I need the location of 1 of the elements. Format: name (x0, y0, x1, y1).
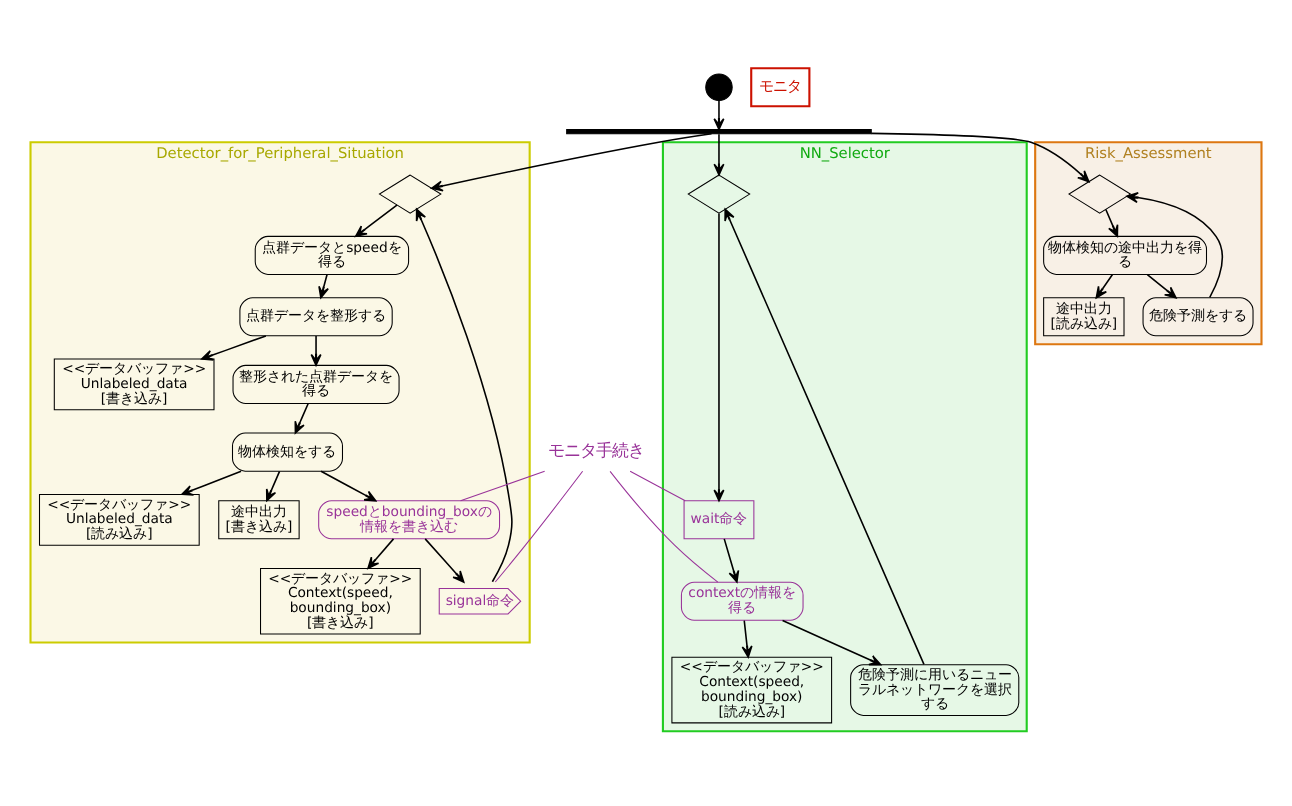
node-text: モニタ手続き (548, 439, 645, 460)
